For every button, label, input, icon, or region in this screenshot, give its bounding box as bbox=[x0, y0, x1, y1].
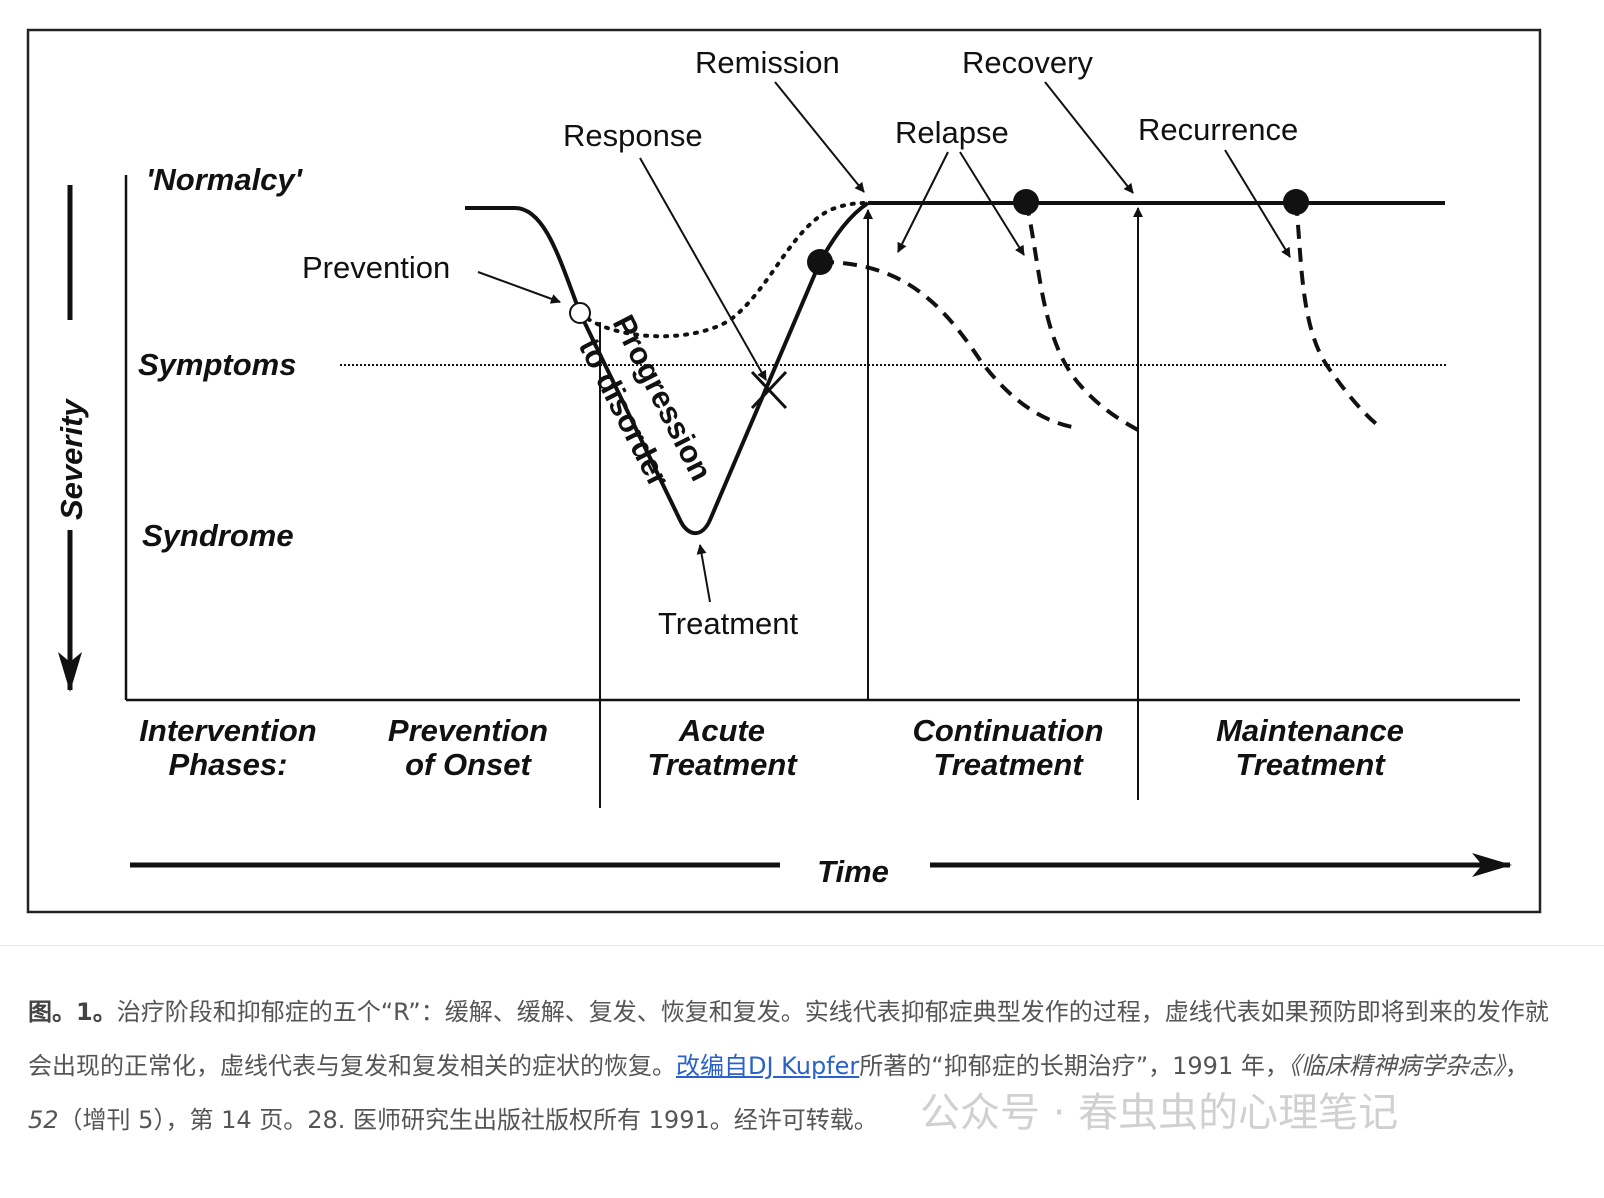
recurrence-label: Recurrence bbox=[1138, 112, 1298, 147]
watermark: 公众号 · 春虫虫的心理笔记 bbox=[920, 1090, 1399, 1136]
relapse-dashed-line-2 bbox=[1024, 201, 1139, 432]
phase-maintenance-line2: Treatment bbox=[1235, 747, 1386, 782]
remission-arrow bbox=[774, 81, 865, 193]
time-label: Time bbox=[817, 854, 889, 889]
figure-border bbox=[26, 28, 1542, 914]
symptoms-label: Symptoms bbox=[138, 347, 296, 382]
phase-prevention-line2: of Onset bbox=[405, 747, 532, 782]
phase-acute-line2: Treatment bbox=[647, 747, 798, 782]
treatment-arrow bbox=[696, 544, 711, 603]
phases-header-line2: Phases: bbox=[169, 747, 288, 782]
prevention-dotted-line bbox=[578, 201, 870, 339]
relapse-arrow-1 bbox=[897, 151, 949, 253]
phases-header-line1: Intervention bbox=[139, 713, 316, 748]
recurrence-dashed-line bbox=[1294, 201, 1382, 429]
depression-phases-diagram: Severity 'Normalcy' Symptoms Syndrome Re… bbox=[26, 28, 1542, 914]
phase-maintenance-line1: Maintenance bbox=[1216, 713, 1404, 748]
prevention-label: Prevention bbox=[302, 250, 450, 285]
episode-course-line bbox=[465, 201, 870, 536]
remission-label: Remission bbox=[695, 45, 840, 80]
relapse-label: Relapse bbox=[895, 115, 1009, 150]
severity-label: Severity bbox=[54, 398, 89, 520]
normalcy-label: 'Normalcy' bbox=[146, 162, 304, 197]
phase-prevention-line1: Prevention bbox=[388, 713, 548, 748]
relapse-point bbox=[1013, 189, 1039, 215]
caption-journal: 《临床精神病学杂志》 bbox=[1288, 1052, 1505, 1080]
treatment-label: Treatment bbox=[658, 606, 799, 641]
recovery-arrow bbox=[1044, 81, 1134, 194]
response-label: Response bbox=[563, 118, 703, 153]
prevention-point bbox=[569, 302, 591, 324]
response-arrow bbox=[639, 157, 767, 381]
caption-source-link[interactable]: 改编自DJ Kupfer bbox=[676, 1052, 860, 1080]
relapse-arrow-2 bbox=[959, 151, 1025, 256]
phase-continuation-line2: Treatment bbox=[933, 747, 1084, 782]
phase-continuation-line1: Continuation bbox=[912, 713, 1103, 748]
caption-text-4: （增刊 5），第 14 页。28. 医师研究生出版社版权所有 1991。经许可转… bbox=[58, 1106, 878, 1134]
figure-caption: 图。1。治疗阶段和抑郁症的五个“R”：缓解、缓解、复发、恢复和复发。实线代表抑郁… bbox=[28, 985, 1558, 1147]
response-point bbox=[807, 249, 833, 275]
prevention-arrow bbox=[477, 271, 561, 304]
phase-acute-line1: Acute bbox=[678, 713, 765, 748]
caption-text-2: 所著的“抑郁症的长期治疗”，1991 年， bbox=[859, 1052, 1289, 1080]
relapse-dashed-line bbox=[819, 260, 1073, 429]
syndrome-label: Syndrome bbox=[142, 518, 294, 553]
divider bbox=[0, 945, 1604, 946]
recurrence-point bbox=[1283, 189, 1309, 215]
caption-figure-label: 图。1。 bbox=[28, 998, 117, 1026]
caption-volume: 52 bbox=[28, 1106, 59, 1134]
caption-text-3: ， bbox=[1504, 1052, 1529, 1080]
recovery-label: Recovery bbox=[962, 45, 1093, 80]
caption-text-1: 治疗阶段和抑郁症的五个“R”：缓解、缓解、复发、恢复和复发。实线代表抑郁症典型发… bbox=[28, 998, 1549, 1080]
recurrence-arrow bbox=[1224, 149, 1291, 258]
